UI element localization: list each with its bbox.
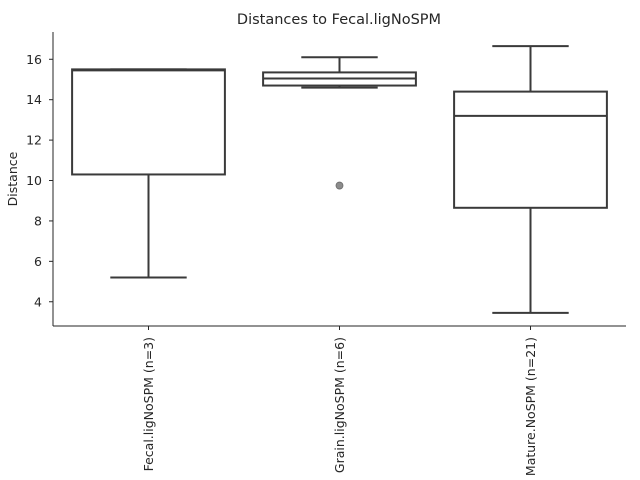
y-tick-label-2: 8 — [34, 213, 42, 228]
box-group-1 — [262, 56, 417, 190]
y-tick-label-3: 10 — [26, 173, 42, 188]
plot-area — [71, 45, 608, 314]
outlier-point-1-0 — [335, 181, 344, 190]
x-tick-label-2: Mature.NoSPM (n=21) — [523, 337, 538, 476]
x-ticks: Fecal.ligNoSPM (n=3) Grain.ligNoSPM (n=6)… — [141, 326, 538, 476]
box-group-0 — [71, 68, 226, 279]
y-tick-label-5: 14 — [26, 92, 42, 107]
y-tick-label-1: 6 — [34, 254, 42, 269]
chart-title: Distances to Fecal.ligNoSPM — [237, 12, 441, 28]
y-axis-label: Distance — [5, 151, 20, 206]
box-2 — [453, 90, 608, 209]
y-tick-label-0: 4 — [34, 294, 42, 309]
y-tick-label-4: 12 — [26, 133, 42, 148]
y-tick-label-6: 16 — [26, 52, 42, 67]
box-group-2 — [453, 45, 608, 314]
x-tick-label-1: Grain.ligNoSPM (n=6) — [332, 337, 347, 473]
x-tick-label-0: Fecal.ligNoSPM (n=3) — [141, 337, 156, 471]
y-ticks: 4 6 8 10 12 14 16 — [26, 52, 53, 309]
box-0 — [71, 68, 226, 176]
